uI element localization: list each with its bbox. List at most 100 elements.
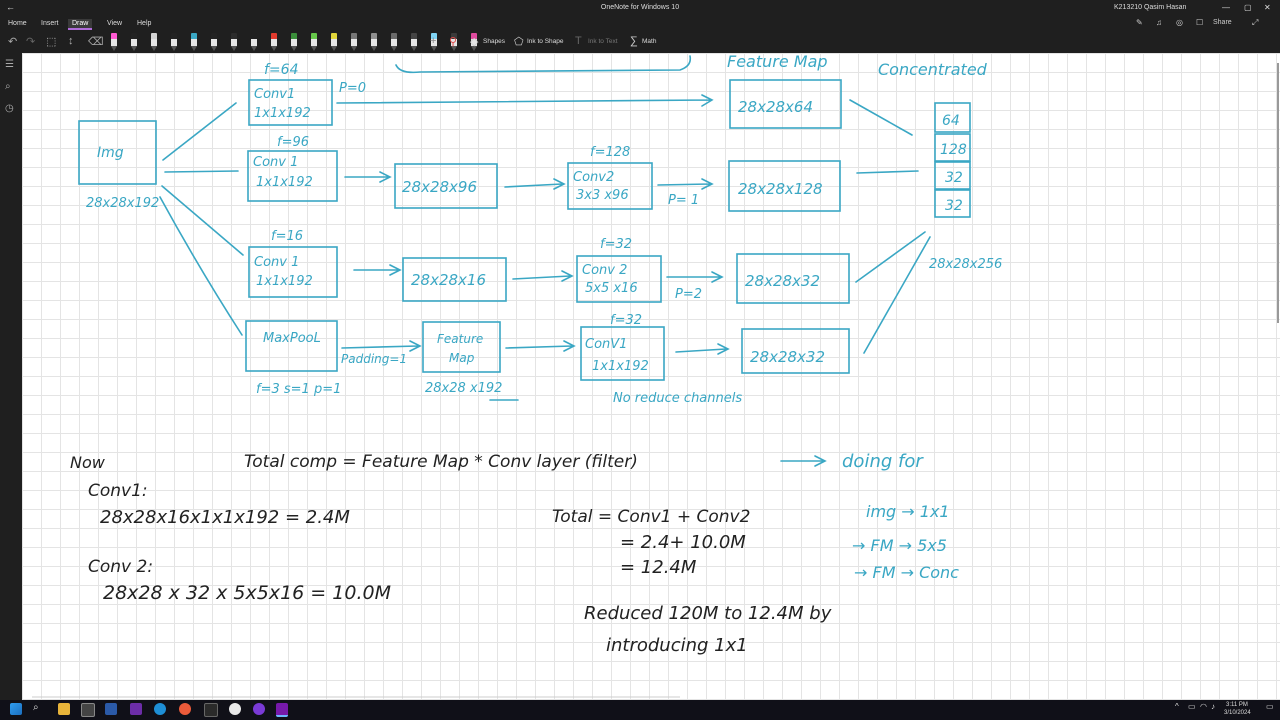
browser-icon[interactable] xyxy=(229,703,241,715)
share-button[interactable]: Share xyxy=(1213,19,1232,26)
svg-text:1x1x192: 1x1x192 xyxy=(256,175,313,190)
pen-tool-10[interactable] xyxy=(290,33,298,51)
ruler-icon[interactable]: ⚲ xyxy=(449,36,458,48)
top-brace xyxy=(395,55,692,74)
onenote-icon[interactable] xyxy=(276,703,288,717)
ink-to-text-icon[interactable]: T xyxy=(575,35,582,47)
svg-text:Map: Map xyxy=(449,351,475,365)
pen-tool-19[interactable] xyxy=(470,33,478,51)
ink-drawing: Feature Map Concentrated Img 28x28x192 f… xyxy=(32,53,1002,698)
note-canvas[interactable]: Feature Map Concentrated Img 28x28x192 f… xyxy=(22,53,1280,700)
ink-to-shape-button[interactable]: Ink to Shape xyxy=(527,38,564,45)
search-icon[interactable]: ⌕ xyxy=(5,81,11,92)
pen-tool-3[interactable] xyxy=(150,33,158,51)
pen-tool-2[interactable] xyxy=(130,33,138,51)
svg-text:28x28x128: 28x28x128 xyxy=(738,180,823,198)
recent-icon[interactable]: ◷ xyxy=(5,103,14,114)
edge-icon[interactable] xyxy=(154,703,166,715)
pen-tool-14[interactable] xyxy=(370,33,378,51)
volume-icon[interactable]: ♪ xyxy=(1211,702,1215,711)
bell-icon[interactable]: ♫ xyxy=(1156,18,1162,27)
side-note-1: img → 1x1 xyxy=(866,502,950,521)
pen-tool-18[interactable] xyxy=(450,33,458,51)
network-icon[interactable]: ▭ xyxy=(1188,702,1196,711)
expand-icon[interactable]: ⤢ xyxy=(1252,18,1259,27)
svg-text:P=2: P=2 xyxy=(675,287,702,302)
svg-text:Conv 2:: Conv 2: xyxy=(88,557,153,577)
tab-help[interactable]: Help xyxy=(137,20,152,27)
notification-icon[interactable]: ▭ xyxy=(1266,702,1274,711)
svg-text:64: 64 xyxy=(942,113,960,129)
conv2-a-box xyxy=(567,162,653,210)
shapes-button[interactable]: Shapes xyxy=(483,38,506,45)
svg-text:Feature: Feature xyxy=(437,332,483,346)
ink-icon[interactable]: ✎ xyxy=(1136,18,1143,27)
maximize-icon[interactable]: ▢ xyxy=(1244,3,1252,12)
clock-date[interactable]: 3/10/2024 xyxy=(1224,710,1251,716)
svg-text:f=32: f=32 xyxy=(610,313,642,328)
pen-tool-16[interactable] xyxy=(410,33,418,51)
back-arrow-icon[interactable]: ← xyxy=(6,2,15,12)
wifi-icon[interactable]: ◠ xyxy=(1200,702,1207,711)
taskbar: ⌕ ^ ▭ ◠ ♪ 3:11 PM 3/10/2024 ▭ xyxy=(0,700,1280,720)
windows-start-icon[interactable] xyxy=(10,703,22,715)
tab-insert[interactable]: Insert xyxy=(41,20,59,27)
pen-tool-17[interactable] xyxy=(430,33,438,51)
svg-text:f=96: f=96 xyxy=(277,135,309,150)
ink-to-text-button[interactable]: Ink to Text xyxy=(588,38,618,45)
pen-tool-1[interactable] xyxy=(110,33,118,51)
redo-icon[interactable]: ↷ xyxy=(26,36,36,48)
shapes-icon[interactable]: ◇ xyxy=(470,36,479,48)
tray-up-icon[interactable]: ^ xyxy=(1175,702,1179,711)
teams-icon[interactable] xyxy=(253,703,265,715)
mid-16-box xyxy=(402,257,507,302)
svg-text:28x28x16: 28x28x16 xyxy=(411,271,486,289)
pen-tool-13[interactable] xyxy=(350,33,358,51)
lasso-select-icon[interactable]: ⬚ xyxy=(46,36,57,48)
chrome-icon[interactable] xyxy=(179,703,191,715)
task-view-icon[interactable] xyxy=(81,703,95,717)
visual-studio-icon[interactable] xyxy=(130,703,142,715)
svg-text:1x1x192: 1x1x192 xyxy=(256,274,313,289)
pen-tool-8[interactable] xyxy=(250,33,258,51)
scrollbar[interactable] xyxy=(1277,63,1279,323)
user-name[interactable]: K213210 Qasim Hasan xyxy=(1114,4,1187,11)
close-icon[interactable]: ✕ xyxy=(1264,3,1271,12)
math-icon[interactable]: ∑ xyxy=(630,35,638,47)
pen-tool-9[interactable] xyxy=(270,33,278,51)
minimize-icon[interactable]: — xyxy=(1222,3,1230,12)
clock-time[interactable]: 3:11 PM xyxy=(1226,702,1248,708)
notebooks-icon[interactable]: ☰ xyxy=(5,59,14,70)
svg-text:28x28x256: 28x28x256 xyxy=(929,257,1002,272)
add-pen-icon[interactable]: + xyxy=(430,35,437,47)
total-line3: = 12.4M xyxy=(620,557,697,578)
eraser-icon[interactable]: ⌫ xyxy=(88,36,104,48)
tab-view[interactable]: View xyxy=(107,20,123,27)
pen-tool-6[interactable] xyxy=(210,33,218,51)
file-explorer-icon[interactable] xyxy=(58,703,70,715)
now-text: Now xyxy=(70,453,106,472)
store-icon[interactable] xyxy=(105,703,117,715)
pen-tool-7[interactable] xyxy=(230,33,238,51)
tab-draw[interactable]: Draw xyxy=(68,19,93,30)
total-line1: Total = Conv1 + Conv2 xyxy=(552,507,750,527)
pen-tool-11[interactable] xyxy=(310,33,318,51)
math-button[interactable]: Math xyxy=(642,38,657,45)
img-dim: 28x28x192 xyxy=(86,196,159,211)
pen-tool-12[interactable] xyxy=(330,33,338,51)
undo-icon[interactable]: ↶ xyxy=(8,36,18,48)
pen-tool-15[interactable] xyxy=(390,33,398,51)
pen-tool-5[interactable] xyxy=(190,33,198,51)
ink-to-shape-icon[interactable]: ⬠ xyxy=(514,36,524,48)
pen-tool-4[interactable] xyxy=(170,33,178,51)
terminal-icon[interactable] xyxy=(204,703,218,717)
search-taskbar-icon[interactable]: ⌕ xyxy=(33,702,39,713)
sync-icon[interactable]: ☐ xyxy=(1196,18,1204,27)
side-note-3: → FM → Conc xyxy=(854,563,959,582)
title-bar: ← OneNote for Windows 10 K213210 Qasim H… xyxy=(0,0,1280,16)
tab-home[interactable]: Home xyxy=(8,20,27,27)
add-space-icon[interactable]: ↕ xyxy=(68,35,74,47)
conv2-calc: 28x28 x 32 x 5x5x16 = 10.0M xyxy=(103,582,391,604)
top-feature-map-text: Feature Map xyxy=(727,53,828,71)
lightbulb-icon[interactable]: ◎ xyxy=(1176,18,1183,27)
